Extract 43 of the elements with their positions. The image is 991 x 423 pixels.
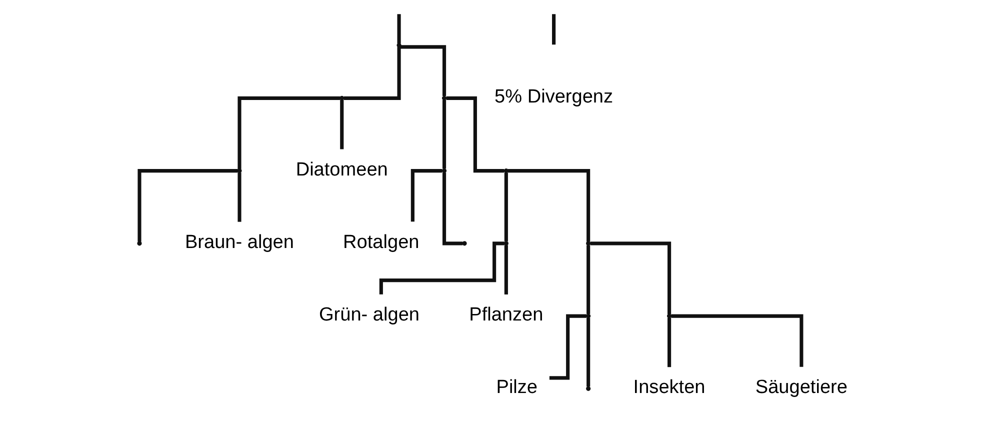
connector — [442, 172, 463, 246]
connector — [590, 242, 672, 314]
connector — [508, 169, 590, 242]
connector — [379, 242, 504, 294]
connector — [399, 45, 446, 96]
connector — [340, 100, 344, 150]
connector — [671, 314, 804, 367]
connector — [442, 100, 446, 169]
node-point — [504, 241, 508, 246]
node-text: Säugetiere — [755, 377, 848, 398]
node-point — [586, 241, 591, 246]
connector — [504, 172, 508, 242]
connector — [410, 169, 442, 222]
node-text: Pilze — [496, 377, 538, 398]
node-point — [442, 168, 447, 174]
node-point — [340, 96, 344, 100]
node-point — [137, 241, 142, 246]
node-text: Braun- algen — [184, 232, 294, 253]
connector — [238, 96, 340, 169]
node-point — [462, 241, 467, 246]
node-point — [442, 96, 447, 100]
node-point — [586, 386, 591, 391]
node-text: Pflanzen — [469, 304, 544, 326]
connector — [138, 169, 238, 242]
node-point — [666, 314, 672, 318]
label: 5% Divergenz — [494, 86, 614, 108]
connector — [397, 14, 401, 44]
node-point — [396, 42, 402, 48]
node-text: Rotalgen — [343, 232, 420, 253]
connector — [504, 245, 508, 294]
node-point — [504, 168, 508, 174]
node-text: Diatomeen — [296, 159, 388, 180]
connector — [344, 47, 401, 100]
connector — [668, 318, 672, 368]
connector — [238, 172, 242, 222]
connector — [586, 318, 590, 387]
node-point — [586, 314, 591, 318]
node-text: Insekten — [633, 377, 706, 398]
node-point — [237, 168, 242, 174]
connector — [446, 96, 504, 173]
node-text: Grün- algen — [319, 304, 420, 326]
connector — [549, 314, 586, 380]
connector — [586, 245, 590, 314]
